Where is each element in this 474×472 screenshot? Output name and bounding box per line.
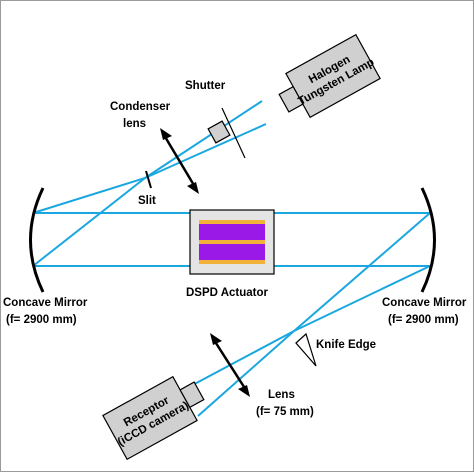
shutter-label: Shutter: [185, 80, 226, 92]
condenser-arrowhead-top: [160, 128, 172, 140]
beam-lamp-upper: [144, 100, 263, 179]
shutter-line: [221, 107, 246, 159]
knife-edge-label: Knife Edge: [316, 339, 376, 351]
lens-label-line2: (f= 75 mm): [256, 406, 314, 418]
beam-right-mirror-bottom: [293, 265, 431, 332]
camera-nozzle: [179, 381, 205, 409]
slit: [145, 170, 152, 189]
beam-right-mirror-top: [293, 212, 431, 332]
camera-lens-line: [212, 339, 248, 391]
camera-lens-arrowhead-bottom: [238, 385, 250, 397]
beam-to-camera-lower: [197, 330, 295, 417]
actuator-electrode-bottom: [199, 260, 265, 264]
beam-slit-to-left-mirror-top: [32, 177, 146, 214]
camera-lens-arrowhead-top: [210, 333, 222, 345]
slit-label: Slit: [138, 195, 156, 207]
right-mirror-label-line1: Concave Mirror: [382, 297, 467, 309]
right-concave-mirror: [420, 187, 436, 293]
beam-slit-to-left-mirror-bottom: [32, 177, 146, 267]
lens-label-line1: Lens: [268, 389, 295, 401]
left-mirror-label-line1: Concave Mirror: [3, 297, 88, 309]
knife-edge: [295, 332, 317, 367]
lamp-nozzle: [278, 85, 304, 113]
left-mirror-label-line2: (f= 2900 mm): [6, 314, 77, 326]
condenser-arrowhead-bottom: [187, 182, 199, 194]
condenser-label-line1: Condenser: [110, 101, 171, 113]
dspd-label: DSPD Actuator: [186, 287, 269, 299]
right-mirror-label-line2: (f= 2900 mm): [388, 314, 459, 326]
actuator-electrode-top: [199, 220, 265, 224]
condenser-lens: [160, 128, 199, 194]
shutter-block: [207, 120, 231, 144]
actuator-electrode-middle: [199, 240, 265, 244]
dspd-actuator: [189, 209, 275, 275]
condenser-lens-line: [162, 134, 197, 188]
left-concave-mirror: [29, 187, 45, 293]
condenser-label-line2: lens: [123, 118, 146, 130]
camera-lens: [210, 333, 250, 397]
halogen-lamp: Halogen Tungsten Lamp: [278, 33, 381, 119]
beam-lamp-lower: [144, 123, 267, 179]
receptor-camera: Receptor (iCCD camera): [102, 375, 205, 461]
shutter: [207, 107, 246, 159]
